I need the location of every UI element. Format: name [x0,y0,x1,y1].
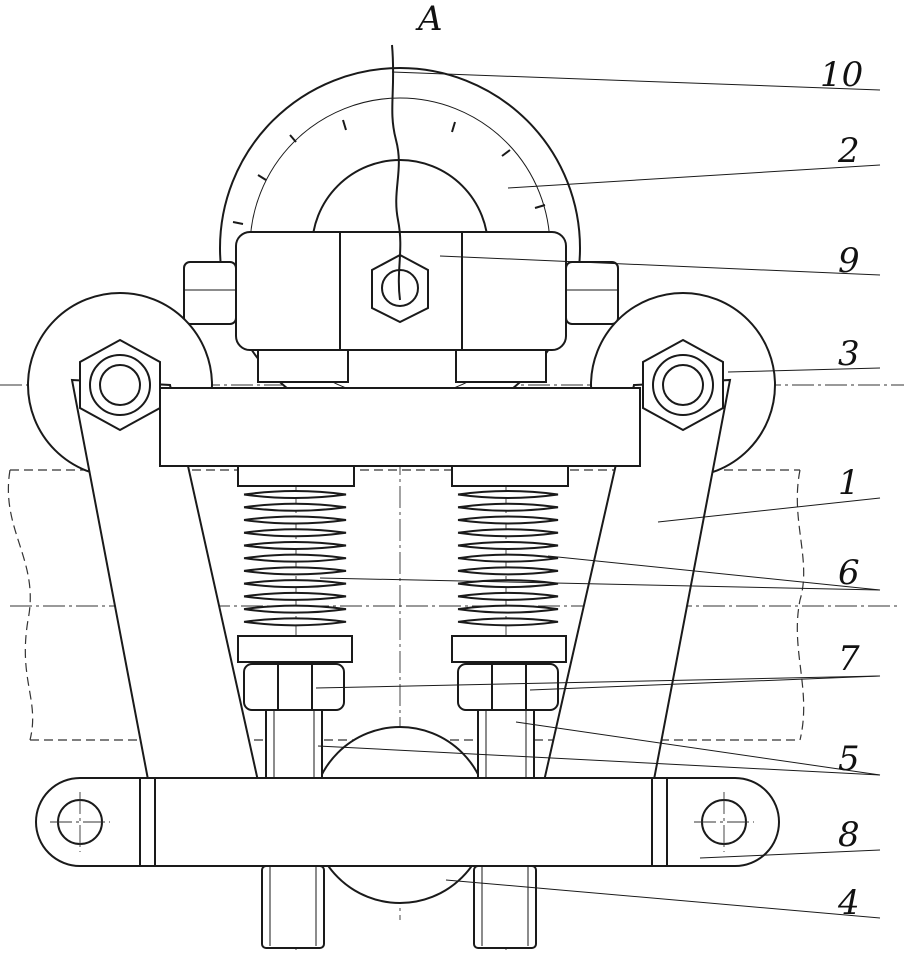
spring-coil [457,553,559,563]
spring-coil [243,540,347,550]
spring-coil [457,515,559,525]
spring-coil [243,591,347,601]
spring-coil [243,515,347,525]
arm-pivot-nuts [79,338,724,432]
label-part-7: 7 [838,639,860,679]
spring-coil [457,540,559,550]
spring-coil [243,617,347,627]
spring-coil [457,502,559,512]
springs [237,465,569,663]
label-part-9: 9 [838,241,860,281]
spring-coil [243,579,347,589]
spring-coil [457,617,559,627]
part-labels: A 10 2 9 3 1 6 7 5 8 4 [415,0,863,923]
label-part-2: 2 [837,131,860,171]
spring-coil [243,604,347,614]
top-crossbar [159,387,641,467]
spring-coil [243,490,347,500]
label-part-8: 8 [838,815,860,855]
label-part-10: 10 [820,55,863,95]
spring-coil [457,591,559,601]
spring-coil [243,528,347,538]
label-part-1: 1 [838,463,860,503]
section-line-a [391,44,402,301]
rail-outline [7,469,805,741]
spring-coil [457,604,559,614]
label-part-5: 5 [838,739,860,779]
spring-coil [243,566,347,576]
adjusting-nuts [243,663,559,711]
spring-coil [243,553,347,563]
label-part-3: 3 [838,334,860,374]
label-part-4: 4 [837,883,860,923]
spring-coil [457,528,559,538]
label-part-6: 6 [838,553,860,593]
lower-link-bar [35,777,780,867]
label-section-a: A [415,0,443,39]
spring-coil [457,566,559,576]
threaded-rods [261,709,537,949]
spring-coil [457,490,559,500]
spring-coil [243,502,347,512]
clamp-block [183,231,619,383]
leader-lines [315,71,881,919]
